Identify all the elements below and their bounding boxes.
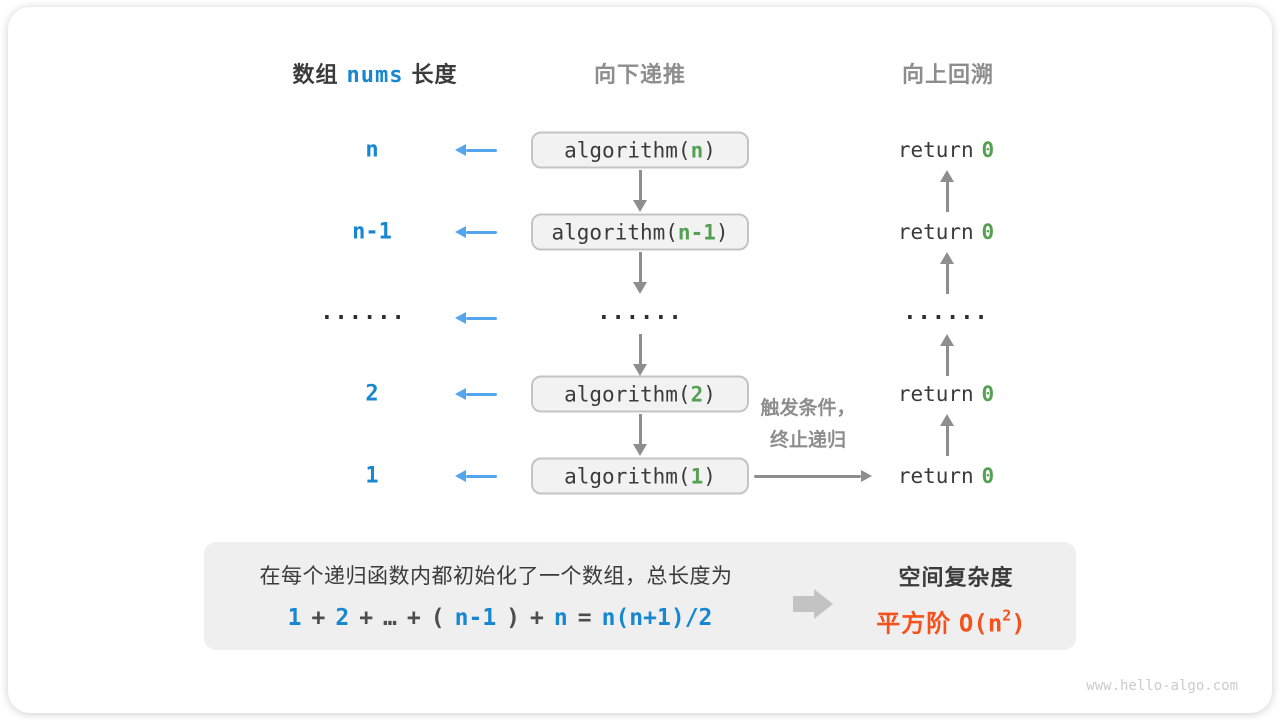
down-arrow-icon [633, 334, 647, 376]
implies-arrow-icon [793, 589, 833, 619]
call-fn: algorithm( [564, 464, 691, 488]
formula-token: n(n+1)/2 [601, 605, 713, 631]
formula-token: … [383, 605, 397, 631]
call-box-algorithm-n-1: algorithm(n-1) [531, 213, 749, 251]
up-arrow-icon [940, 334, 954, 376]
length-label-n-1: n-1 [352, 219, 392, 245]
formula-token: + [311, 605, 326, 631]
down-arrow-icon [633, 414, 647, 456]
call-box-algorithm-2: algorithm(2) [531, 375, 749, 413]
left-arrow-icon [455, 312, 497, 324]
call-box-algorithm-1: algorithm(1) [531, 457, 749, 495]
result-order-label: 平方阶 [876, 610, 952, 638]
column-header-backtrack-up: 向上回溯 [901, 62, 995, 87]
left-arrow-icon [455, 144, 497, 156]
length-label-n: n [365, 137, 379, 163]
up-arrow-icon [940, 252, 954, 294]
left-arrow-icon [455, 388, 497, 400]
call-close: ) [715, 220, 729, 244]
call-close: ) [703, 382, 716, 406]
call-close: ) [703, 138, 716, 162]
ellipsis-middle: ...... [597, 300, 683, 325]
left-arrow-icon [455, 470, 497, 482]
header-nums-code: nums [346, 63, 404, 88]
summary-panel [204, 542, 1076, 650]
call-fn: algorithm( [564, 382, 691, 406]
result-title: 空间复杂度 [898, 565, 1014, 590]
ellipsis-right: ...... [903, 300, 989, 325]
call-fn: algorithm( [564, 138, 691, 162]
column-header-array-length: 数组 nums 长度 [292, 57, 457, 89]
formula-token: + [406, 605, 421, 631]
call-fn: algorithm( [551, 220, 678, 244]
header-array-label: 数组 [292, 62, 339, 87]
formula-token: ( [430, 605, 445, 631]
formula-token: n-1 [454, 605, 497, 631]
formula-token: = [577, 605, 592, 631]
down-arrow-icon [633, 170, 647, 212]
base-case-right-arrow-icon [754, 470, 872, 482]
summary-text: 在每个递归函数内都初始化了一个数组，总长度为 [259, 565, 733, 588]
left-arrow-icon [455, 226, 497, 238]
trigger-condition-note: 触发条件， 终止递归 [760, 398, 856, 451]
length-label-2: 2 [365, 381, 379, 407]
ellipsis-left: ...... [320, 300, 406, 325]
down-arrow-icon [633, 252, 647, 294]
call-box-algorithm-n: algorithm(n) [531, 131, 749, 169]
call-close: ) [703, 464, 716, 488]
formula-token: 2 [335, 605, 350, 631]
watermark: www.hello-algo.com [1086, 678, 1238, 694]
up-arrow-icon [940, 414, 954, 456]
formula-token: 1 [287, 605, 302, 631]
up-arrow-icon [940, 170, 954, 212]
formula-token: ) [506, 605, 521, 631]
formula-token: + [530, 605, 544, 631]
length-label-1: 1 [365, 463, 379, 489]
call-arg: 1 [690, 464, 704, 488]
header-length-label: 长度 [411, 62, 458, 87]
formula-token: n [553, 605, 568, 631]
call-arg: 2 [690, 382, 704, 406]
formula-line: 1 +2 + … + ( n-1) + n = n(n+1)/2 [288, 605, 713, 631]
result-complexity: 平方阶 O(n2) [876, 606, 1026, 638]
call-arg: n [690, 138, 704, 162]
call-arg: n-1 [677, 220, 716, 244]
column-header-recurse-down: 向下递推 [593, 62, 687, 87]
formula-token: + [359, 605, 374, 631]
